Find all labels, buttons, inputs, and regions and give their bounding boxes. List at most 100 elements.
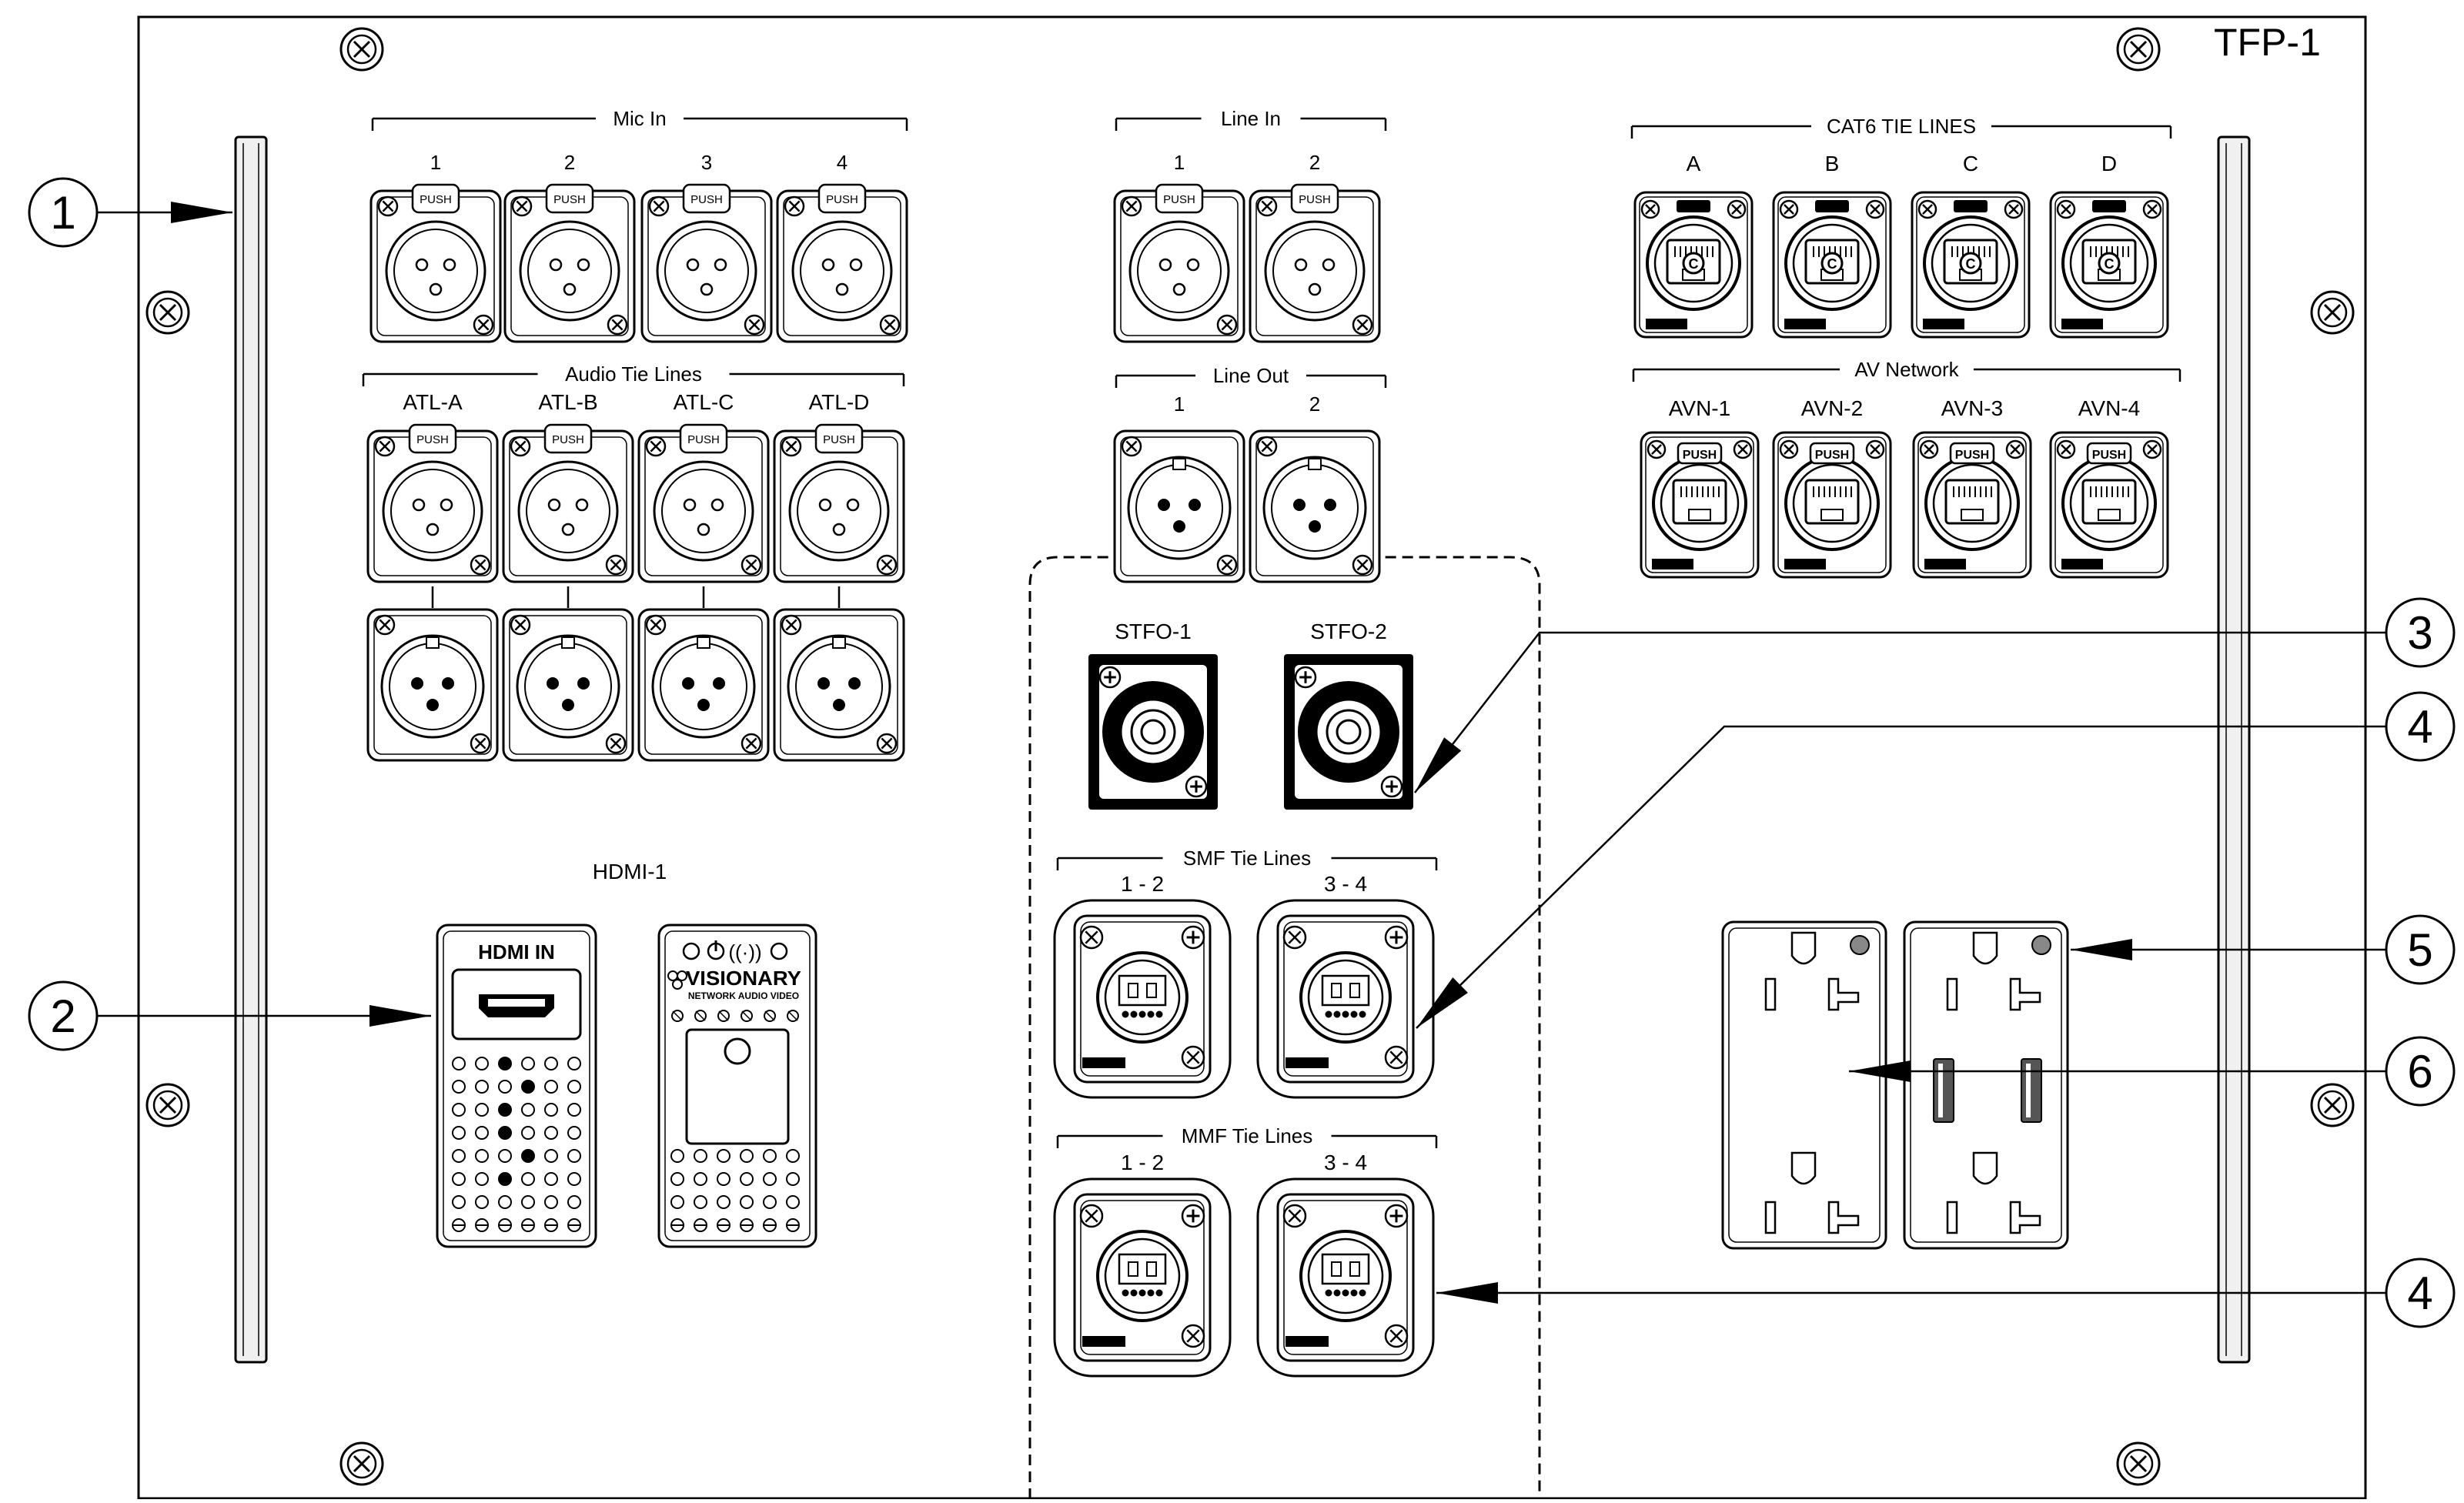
- neutrik-label: NEUTRIK: [1085, 1059, 1124, 1068]
- screw-icon: [645, 614, 667, 636]
- left-handle: [234, 135, 268, 1364]
- neutrik-label: NEUTRIK: [1648, 320, 1687, 329]
- stfo-connector-2: [1284, 654, 1413, 810]
- screw-icon: [741, 733, 762, 754]
- xlr-female-icon: PUSH: [653, 423, 754, 562]
- mic-in-label-3: 3: [701, 151, 712, 174]
- line-in-label-2: 2: [1309, 151, 1320, 174]
- screw-icon: [1181, 1045, 1205, 1070]
- screw-icon: [1181, 1324, 1205, 1348]
- screw-icon: [374, 436, 396, 457]
- panel-screw-icon: [145, 1083, 190, 1127]
- rj45-icon: PUSH: [2061, 442, 2157, 551]
- svg-text:((·)): ((·)): [728, 940, 761, 964]
- screw-icon: [1185, 775, 1208, 798]
- atl-female-connector-2: PUSH: [502, 423, 634, 583]
- mic-in-connector-2: PUSH: [503, 183, 636, 343]
- rj45-icon: PUSH: [1924, 442, 2020, 551]
- mmf-connector-1: NEUTRIK: [1053, 1177, 1232, 1378]
- screw-icon: [510, 436, 531, 457]
- line-in-label-1: 1: [1174, 151, 1185, 174]
- xlr-female-icon: PUSH: [385, 183, 486, 322]
- screw-icon: [2056, 199, 2076, 219]
- screw-icon: [648, 195, 670, 217]
- xlr-female-icon: PUSH: [1128, 183, 1230, 322]
- line-in-bracket-label: Line In: [1221, 107, 1281, 130]
- line-in-connector-1: PUSH: [1113, 183, 1245, 343]
- leader-3: [1414, 631, 2386, 793]
- smf-label-1: 1 - 2: [1121, 872, 1164, 896]
- screw-icon: [1216, 554, 1238, 576]
- bnc-icon: [1102, 681, 1204, 783]
- screw-icon: [1384, 1324, 1409, 1348]
- line-in-connector-2: PUSH: [1249, 183, 1381, 343]
- xlr-male-icon: [516, 634, 620, 739]
- power-icon: [707, 940, 725, 960]
- leader-1: [97, 202, 232, 223]
- mic-in-label-2: 2: [564, 151, 575, 174]
- leader-4a: [1416, 725, 2386, 1029]
- screw-icon: [1294, 666, 1317, 689]
- screw-icon: [1380, 775, 1403, 798]
- bnc-icon: [1298, 681, 1399, 783]
- mmf-label-2: 3 - 4: [1324, 1151, 1367, 1174]
- screw-icon: [876, 554, 898, 576]
- panel-screw-icon: [2116, 27, 2161, 72]
- line-out-label-2: 2: [1309, 392, 1320, 416]
- screw-icon: [377, 195, 399, 217]
- neutrik-label: NEUTRIK: [1787, 560, 1825, 569]
- avn-label-3: AVN-3: [1941, 396, 2003, 420]
- screw-icon: [1216, 314, 1238, 336]
- screw-icon: [605, 733, 627, 754]
- screw-icon: [1256, 195, 1278, 217]
- screw-icon: [1121, 436, 1142, 457]
- atl-male-connector-1: [366, 608, 499, 762]
- xlr-female-icon: PUSH: [1264, 183, 1366, 322]
- screw-icon: [2056, 439, 2076, 459]
- smf-bracket: SMF Tie Lines: [1056, 847, 1438, 870]
- screw-icon: [2142, 439, 2162, 459]
- screw-icon: [511, 195, 533, 217]
- mic-in-label-1: 1: [430, 151, 441, 174]
- screw-icon: [1865, 199, 1885, 219]
- fiber-connector-icon: [1096, 1230, 1189, 1322]
- xlr-female-icon: PUSH: [791, 183, 893, 322]
- cat6-c-label: C: [1966, 256, 1976, 272]
- mmf-bracket-label: MMF Tie Lines: [1182, 1124, 1313, 1147]
- mic-in-connector-3: PUSH: [640, 183, 773, 343]
- visionary-encoder-plate: ((·)) VISIONARY NETWORK AUDIO VIDEO: [657, 924, 817, 1248]
- avn-label-4: AVN-4: [2078, 396, 2140, 420]
- screw-icon: [374, 614, 396, 636]
- screw-icon: [1098, 666, 1122, 689]
- avn-label-2: AVN-2: [1801, 396, 1863, 420]
- hdmi-plate-dot-grid: [452, 1057, 581, 1232]
- cat6-c-label: C: [2105, 256, 2115, 272]
- xlr-male-icon: [1127, 456, 1232, 560]
- rj45-icon: PUSH: [1784, 442, 1880, 551]
- mic-in-connector-1: PUSH: [369, 183, 502, 343]
- cat6-label-1: A: [1687, 152, 1701, 175]
- cat6-label: CAT6: [1820, 202, 1844, 212]
- atl-female-connector-3: PUSH: [637, 423, 770, 583]
- stfo-connector-1: [1088, 654, 1218, 810]
- neutrik-label: NEUTRIK: [1289, 1338, 1327, 1347]
- push-label: PUSH: [420, 193, 452, 206]
- panel-screw-icon: [339, 1441, 384, 1486]
- push-label: PUSH: [416, 433, 449, 446]
- screw-icon: [1079, 1204, 1104, 1228]
- screw-icon: [879, 314, 901, 336]
- cat6-bracket: CAT6 TIE LINES: [1630, 115, 2172, 139]
- screw-icon: [1121, 195, 1142, 217]
- hdmi-plate-label: HDMI IN: [478, 940, 555, 964]
- xlr-male-icon: [1262, 456, 1367, 560]
- hdmi-input-plate: HDMI IN: [436, 924, 597, 1248]
- atl-label-3: ATL-C: [674, 390, 734, 414]
- leader-6: [1849, 1060, 2386, 1082]
